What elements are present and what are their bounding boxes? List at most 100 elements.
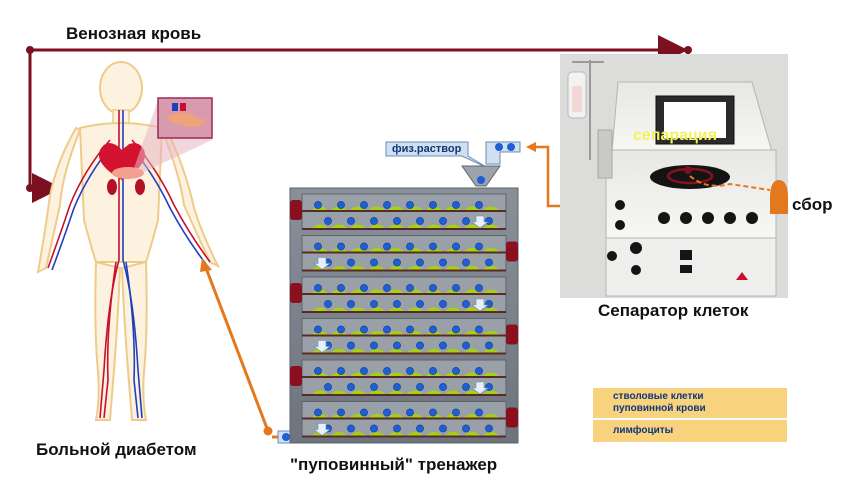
lymphocyte xyxy=(485,341,493,350)
lymphocyte xyxy=(406,242,414,251)
cell-return-line xyxy=(200,258,300,439)
stem-cell-mound xyxy=(350,266,366,270)
stem-cell-mound xyxy=(426,349,442,353)
lymphocyte xyxy=(406,284,414,292)
lymphocyte xyxy=(439,300,447,308)
flow-arrow xyxy=(471,215,489,229)
saline-label: физ.раствор xyxy=(392,143,462,155)
separator-label: Сепаратор клеток xyxy=(598,301,749,320)
stem-cell-mound xyxy=(445,266,461,270)
chamber-port xyxy=(506,407,518,428)
lymphocyte xyxy=(452,201,460,209)
lymphocyte xyxy=(429,242,437,251)
lymphocyte xyxy=(337,201,345,209)
umbilical-trainer xyxy=(289,187,519,444)
stem-cell-mound xyxy=(464,224,480,228)
venous-blood-label: Венозная кровь xyxy=(66,24,202,43)
stem-cell-mound xyxy=(407,349,423,353)
lymphocyte xyxy=(337,408,345,417)
stem-cell-mound xyxy=(369,414,385,418)
stem-cell-mound xyxy=(331,224,347,228)
collection-label: сбор xyxy=(792,195,833,214)
stem-cell-mound xyxy=(369,289,385,293)
junction-node xyxy=(26,46,34,54)
lymphocyte xyxy=(347,217,355,225)
stem-cell-mound xyxy=(369,266,385,270)
lymphocyte xyxy=(314,408,322,417)
lymphocyte xyxy=(370,300,378,308)
stem-cell-mound xyxy=(312,307,328,311)
stem-cell-mound xyxy=(369,432,385,436)
collection-bag xyxy=(770,180,788,214)
stem-cell-mound xyxy=(388,372,404,376)
lymphocyte xyxy=(452,367,460,375)
lymphocyte xyxy=(462,217,470,225)
lymphocyte xyxy=(439,217,447,225)
lymphocyte xyxy=(383,242,391,251)
stem-cell-mound xyxy=(483,266,499,270)
lymphocyte xyxy=(314,284,322,292)
separation-label: сепарация xyxy=(633,127,718,144)
chamber-port xyxy=(506,241,518,262)
cell-separator-machine xyxy=(560,54,788,298)
chamber-port xyxy=(290,366,302,386)
lymphocyte xyxy=(416,300,424,308)
stem-cell-mound xyxy=(483,289,499,293)
stem-cell-mound xyxy=(388,289,404,293)
lymphocyte xyxy=(439,341,447,350)
stem-cell-mound xyxy=(426,224,442,228)
stem-cell-mound xyxy=(483,390,499,394)
lymphocyte xyxy=(485,383,493,391)
stem-cell-mound xyxy=(331,432,347,436)
stem-cell-mound xyxy=(388,331,404,335)
lymphocyte xyxy=(429,325,437,334)
flow-arrow xyxy=(471,298,489,312)
flow-arrow xyxy=(471,381,489,395)
lymphocyte xyxy=(383,367,391,375)
stem-cell-mound xyxy=(483,414,499,418)
stem-cell-mound xyxy=(445,307,461,311)
stem-cell-mound xyxy=(388,349,404,353)
lymphocyte xyxy=(314,201,322,209)
lymphocyte xyxy=(324,300,332,308)
stem-cell-mound xyxy=(445,432,461,436)
stem-cell-mound xyxy=(388,432,404,436)
stem-cell-mound xyxy=(407,307,423,311)
stem-cell-mound xyxy=(312,224,328,228)
stem-cell-mound xyxy=(350,349,366,353)
lymphocyte xyxy=(462,258,470,267)
lymphocyte xyxy=(462,424,470,433)
stem-cell-mound xyxy=(388,390,404,394)
stem-cell-mound xyxy=(312,390,328,394)
lymphocyte xyxy=(360,242,368,251)
stem-cell-mound xyxy=(483,432,499,436)
stem-cell-mound xyxy=(388,266,404,270)
lymphocyte xyxy=(475,201,483,209)
saline-input xyxy=(385,141,521,187)
stem-cell-mound xyxy=(369,224,385,228)
stem-cell-mound xyxy=(388,224,404,228)
stem-cell-mound xyxy=(369,390,385,394)
lymphocyte xyxy=(347,341,355,350)
lymphocyte xyxy=(439,258,447,267)
stem-cell-mound xyxy=(350,390,366,394)
lymphocyte xyxy=(347,258,355,267)
stem-cell-mound xyxy=(407,224,423,228)
lymphocyte xyxy=(383,284,391,292)
lymphocyte xyxy=(370,383,378,391)
lymphocyte xyxy=(416,217,424,225)
lymphocyte xyxy=(337,284,345,292)
lymphocyte xyxy=(485,258,493,267)
trainer-label: "пуповинный" тренажер xyxy=(290,455,498,474)
lymphocyte xyxy=(439,383,447,391)
flow-arrow xyxy=(313,257,331,270)
lymphocyte xyxy=(406,201,414,209)
stem-cell-mound xyxy=(350,432,366,436)
lymphocyte xyxy=(475,284,483,292)
lymphocyte xyxy=(429,201,437,209)
lymphocyte xyxy=(337,325,345,334)
lymphocyte xyxy=(360,284,368,292)
patient-label: Больной диабетом xyxy=(36,440,197,459)
stem-cell-mound xyxy=(483,372,499,376)
